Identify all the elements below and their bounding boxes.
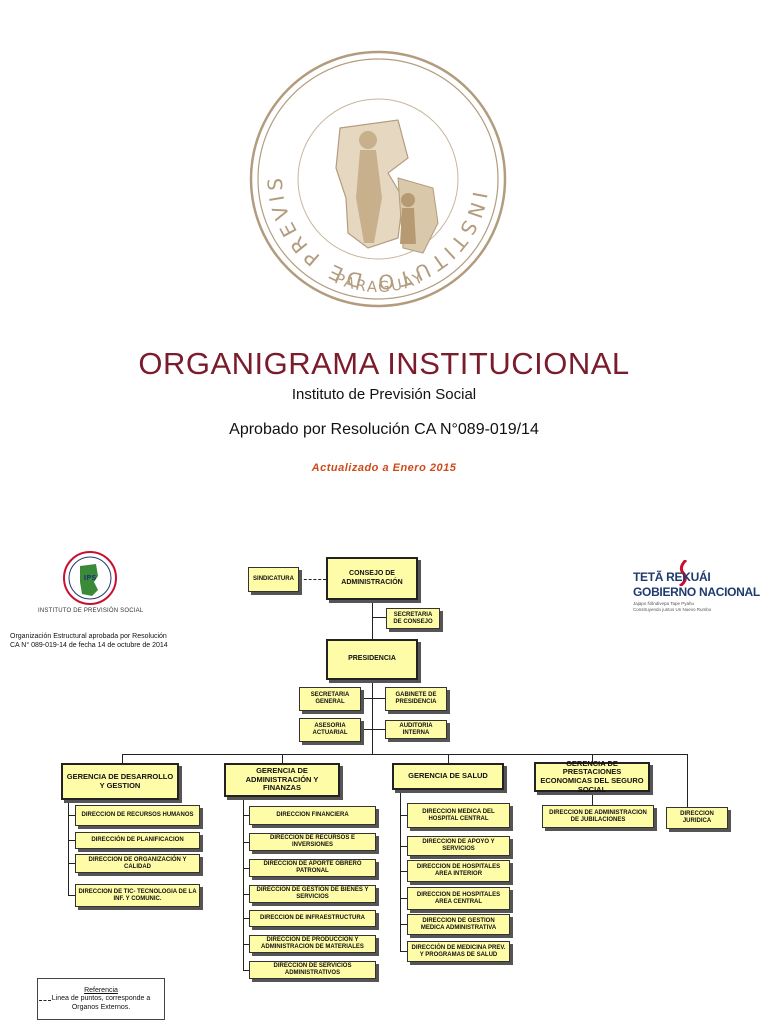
gov-flag-icon: [679, 560, 688, 586]
connector: [361, 698, 385, 699]
box-sindicatura: SINDICATURA: [248, 567, 299, 592]
connector: [68, 800, 69, 896]
box-gerencia-desarrollo: GERENCIA DE DESARROLLO Y GESTION: [61, 763, 179, 800]
connector: [400, 815, 407, 816]
updated-text: Actualizado a Enero 2015: [311, 462, 457, 474]
box-admin-item: DIRECCION FINANCIERA: [249, 806, 376, 825]
box-presidencia: PRESIDENCIA: [326, 639, 418, 680]
ips-small-logo: IPS: [63, 551, 117, 605]
box-admin-item: DIRECCION DE GESTION DE BIENES Y SERVICI…: [249, 885, 376, 903]
box-salud-item: DIRECCION DE APOYO Y SERVICIOS: [407, 836, 510, 856]
box-salud-item: DIRECCION DE HOSPITALES AREA CENTRAL: [407, 887, 510, 910]
box-secretaria-general: SECRETARIA GENERAL: [299, 687, 361, 711]
box-admin-item: DIRECCION DE PRODUCCION Y ADMINISTRACION…: [249, 935, 376, 953]
box-consejo: CONSEJO DE ADMINISTRACIÓN: [326, 557, 418, 600]
connector-dashed: [299, 579, 326, 580]
box-gerencia-prestaciones: GERENCIA DE PRESTACIONES ECONOMICAS DEL …: [534, 759, 650, 793]
connector: [243, 842, 249, 843]
approval-note: Organización Estructural aprobada por Re…: [10, 633, 168, 651]
box-admin-item: DIRECCION DE RECURSOS E INVERSIONES: [249, 833, 376, 851]
connector: [400, 951, 407, 952]
reference-text: Linea de puntos, corresponde a Organos E…: [51, 995, 151, 1011]
box-desarrollo-item: DIRECCION DE RECURSOS HUMANOS: [75, 805, 200, 826]
connector: [361, 729, 385, 730]
box-auditoria: AUDITORIA INTERNA: [385, 720, 447, 739]
box-desarrollo-item: DIRECCION DE TIC- TECNOLOGIA DE LA INF. …: [75, 884, 200, 907]
connector: [243, 944, 249, 945]
box-admin-item: DIRECCION DE INFRAESTRUCTURA: [249, 910, 376, 927]
gov-tagline1: Jajapo Ñõndivepa Tape Pyahu: [633, 601, 694, 606]
connector: [400, 924, 407, 925]
box-gabinete: GABINETE DE PRESIDENCIA: [385, 687, 447, 711]
connector: [372, 680, 373, 755]
connector: [68, 815, 75, 816]
connector: [372, 600, 373, 639]
ips-seal: INSTITUTO DE PREVISION SOCIAL PARAGUAY: [248, 48, 507, 308]
connector: [372, 617, 386, 618]
box-secretaria-consejo: SECRETARIA DE CONSEJO: [386, 608, 440, 629]
reference-dashed-sample: [39, 1000, 51, 1001]
approval-note-line1: Organización Estructural aprobada por Re…: [10, 633, 167, 640]
box-desarrollo-item: DIRECCION DE ORGANIZACIÓN Y CALIDAD: [75, 854, 200, 873]
gov-tagline2: Construyendo juntos Un Nuevo Rumbo: [633, 607, 712, 612]
box-asesoria: ASESORIA ACTUARIAL: [299, 718, 361, 742]
connector: [592, 754, 593, 763]
reference-box: Referencia Linea de puntos, corresponde …: [37, 978, 165, 1020]
reference-title: Referencia: [84, 987, 118, 994]
ips-logo-label: INSTITUTO DE PREVISIÓN SOCIAL: [38, 608, 144, 614]
connector: [243, 894, 249, 895]
page-title: ORGANIGRAMA INSTITUCIONAL: [138, 346, 630, 381]
box-desarrollo-item: DIRECCIÓN DE PLANIFICACION: [75, 832, 200, 849]
connector: [122, 754, 688, 755]
connector: [243, 970, 249, 971]
box-salud-item: DIRECCION DE GESTION MEDICA ADMINISTRATI…: [407, 914, 510, 935]
connector: [243, 868, 249, 869]
connector: [243, 815, 249, 816]
resolution-text: Aprobado por Resolución CA N°089-019/14: [229, 421, 539, 438]
connector: [68, 895, 75, 896]
connector: [400, 898, 407, 899]
svg-text:IPS: IPS: [84, 574, 97, 582]
connector: [282, 754, 283, 763]
box-salud-item: DIRECCION DE HOSPITALES AREA INTERIOR: [407, 860, 510, 882]
gov-logo-line1: TETÃ REKUÁI: [633, 570, 711, 584]
connector: [592, 792, 593, 805]
connector: [68, 840, 75, 841]
page-subtitle: Instituto de Previsión Social: [291, 386, 477, 403]
box-salud-item: DIRECCION MEDICA DEL HOSPITAL CENTRAL: [407, 803, 510, 828]
approval-note-line2: CA N° 089-019-14 de fecha 14 de octubre …: [10, 641, 168, 649]
connector: [687, 754, 688, 807]
box-gerencia-salud: GERENCIA DE SALUD: [392, 763, 504, 790]
box-salud-item: DIRECCIÓN DE MEDICINA PREV. Y PROGRAMAS …: [407, 941, 510, 962]
gov-logo-line2: GOBIERNO NACIONAL: [633, 585, 760, 599]
box-admin-item: DIRECCION DE SERVICIOS ADMINISTRATIVOS: [249, 961, 376, 979]
connector: [68, 863, 75, 864]
connector: [243, 918, 249, 919]
box-prestaciones-item: DIRECCION DE ADMINISTRACION DE JUBILACIO…: [542, 805, 654, 828]
connector: [448, 754, 449, 763]
connector: [400, 846, 407, 847]
box-direccion-juridica: DIRECCION JURIDICA: [666, 807, 728, 829]
box-gerencia-admin: GERENCIA DE ADMINISTRACIÓN Y FINANZAS: [224, 763, 340, 797]
connector: [243, 797, 244, 971]
connector: [400, 871, 407, 872]
box-admin-item: DIRECCION DE APORTE OBRERO PATRONAL: [249, 859, 376, 877]
connector: [122, 754, 123, 763]
